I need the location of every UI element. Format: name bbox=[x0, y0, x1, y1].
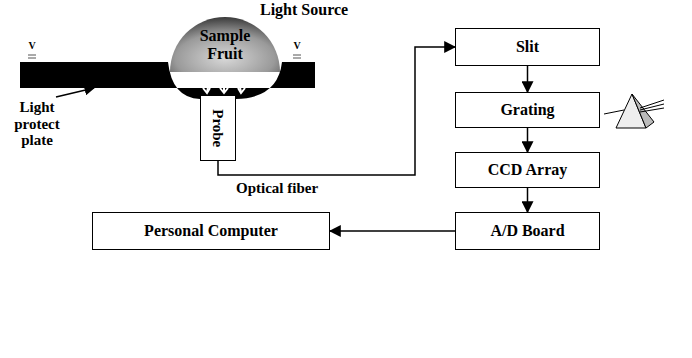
node-text: Probe bbox=[210, 109, 227, 147]
light-source-dome: Light SourceSample Fruit bbox=[170, 17, 280, 72]
node-text: A/D Board bbox=[490, 222, 564, 240]
mark-label: V bbox=[26, 40, 38, 51]
node-text: CCD Array bbox=[488, 161, 568, 179]
probe-box: Probe bbox=[200, 95, 236, 161]
node-text: Sample Fruit bbox=[190, 27, 260, 62]
computer-box: Personal Computer bbox=[92, 212, 330, 250]
connector-arrow bbox=[527, 128, 529, 152]
connector-arrow bbox=[527, 66, 529, 92]
part-label: Light protect plate bbox=[0, 99, 74, 149]
prism-icon bbox=[604, 94, 664, 128]
mark-label: V bbox=[291, 40, 303, 51]
ad-board-box: A/D Board bbox=[455, 212, 600, 250]
light-rays bbox=[203, 74, 245, 93]
connector-label: Optical fiber bbox=[236, 180, 318, 197]
node-heading: Light Source bbox=[260, 1, 348, 19]
connector-arrow bbox=[527, 188, 529, 212]
ccd-array-box: CCD Array bbox=[455, 152, 600, 188]
node-text: Grating bbox=[500, 101, 554, 119]
leader-line bbox=[56, 88, 94, 97]
node-text: Slit bbox=[516, 38, 539, 56]
dome-outline bbox=[170, 17, 280, 72]
grating-box: Grating bbox=[455, 92, 600, 128]
slit-box: Slit bbox=[455, 28, 600, 66]
dome-shape bbox=[170, 17, 280, 72]
connector-arrow bbox=[330, 230, 455, 232]
node-text: Personal Computer bbox=[144, 222, 278, 240]
